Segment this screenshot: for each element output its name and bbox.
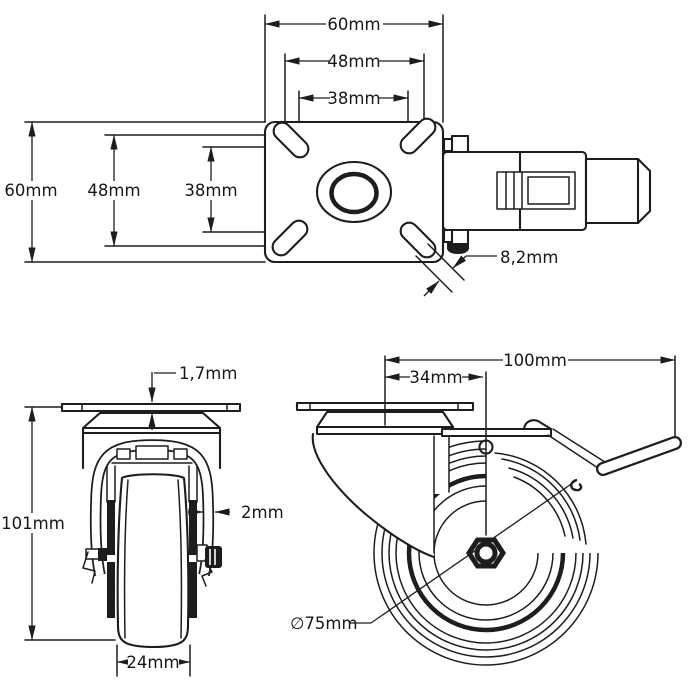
drum-band-arc [501,458,581,541]
fork-front-edge [311,432,436,559]
fork-fill2 [433,434,449,494]
diameter-leader-diag [370,479,578,624]
dim-label-fork-thickness: 2mm [241,503,284,522]
drum-band-arc [508,467,574,539]
dim-label-total-length: 100mm [503,351,567,370]
dim-label-left-height-38: 38mm [184,181,237,200]
side-view-caster: 100mm 34mm ∅75mm [290,350,682,666]
inner-plate-notch [189,555,197,562]
fork-band [89,439,215,577]
label-bg [330,52,379,70]
left-extension-lines [24,121,299,263]
swivel-boss-outer [315,160,393,224]
dim-label-top-width-38: 38mm [327,89,380,108]
swivel-head-band [315,425,455,436]
bolt-slot-top-right [399,117,437,155]
hex-nut-bore [474,541,498,565]
dim-label-top-width-outer: 60mm [327,15,380,34]
bearing-dash [135,445,169,460]
fork-bend-lines [433,435,450,554]
dim-label-top-width-48: 48mm [327,52,380,71]
slot-width-arrow-upper [452,255,467,269]
top-plate-ticks-side [309,402,459,411]
brake-arm-slant [547,428,609,471]
fork-fill [312,434,434,557]
label-bg [89,181,139,200]
label-bg [186,181,236,200]
brake-drum-band [494,452,587,545]
axle-foot-left [82,551,96,584]
label-bg [4,181,60,200]
side-extension-lines [384,355,676,536]
top-view-plate: 60mm 48mm 38mm 60mm 48mm 38mm 8,2mm [4,14,652,297]
brake-bolt-top-head [450,134,470,155]
inner-fork-plates [106,465,198,618]
axle-dark-left [98,548,107,561]
dim-label-plate-thickness: 1,7mm [179,364,237,383]
brake-lever-assembly [440,419,682,476]
brake-housing-top-view [441,134,652,254]
brake-rib-inner [527,176,570,205]
dim-label-plate-offset: 34mm [409,368,462,387]
label-bg [330,89,379,107]
top-plate-ticks [81,403,228,412]
wheel-front [116,473,190,649]
top-plate-front [60,402,242,413]
label-bg [1,513,65,533]
bolt-slot-top-left [272,121,310,159]
brake-pedal [584,157,652,225]
top-extension-lines [264,14,444,140]
mounting-plate [263,120,445,264]
dim-label-slot-width: 8,2mm [500,248,558,267]
dim-label-wheel-diameter: ∅75mm [290,614,358,633]
label-bg [410,367,462,386]
side-view-dimensions [349,355,676,624]
brake-rib-block [496,171,576,210]
drum-band-arc [513,476,566,537]
leader-hook-mark [570,478,583,492]
brake-arm-bar [440,427,553,438]
drum-band-arc [494,452,587,545]
swivel-housing-sides [81,426,222,470]
axle-hardware [82,544,222,587]
bearing-dash [116,448,131,460]
inner-plate-notch [107,555,115,562]
brake-nut-dark [447,243,469,254]
dim-label-left-height-outer: 60mm [4,181,57,200]
wheel-tread-lines [123,479,183,639]
front-view-caster: 1,7mm 101mm 2mm 24mm [1,364,284,677]
brake-lever-fill [598,438,680,474]
swivel-boss-inner [329,171,379,215]
label-bg [503,350,568,369]
label-bg [128,652,179,671]
brake-rib-lines [505,171,523,210]
inner-plate-lines [106,465,198,503]
axle-foot-right [201,559,213,587]
swivel-bearing-detail [111,445,193,464]
dim-label-total-height: 101mm [1,514,65,533]
brake-drum-ridges [209,549,216,565]
label-bg [326,15,383,33]
fork-band-fill [91,440,213,576]
slot-width-arrow-lower [423,280,440,297]
bearing-dash [173,448,188,460]
fork-side [311,432,450,559]
brake-drum-cover [486,424,615,553]
slot-width-extension-lines [415,243,465,293]
axle-hex-nut [466,537,506,569]
bolt-slots [271,117,437,259]
dim-label-left-height-48: 48mm [87,181,140,200]
dim-label-wheel-width: 24mm [126,653,179,672]
lever-hinge-bump [522,419,553,431]
